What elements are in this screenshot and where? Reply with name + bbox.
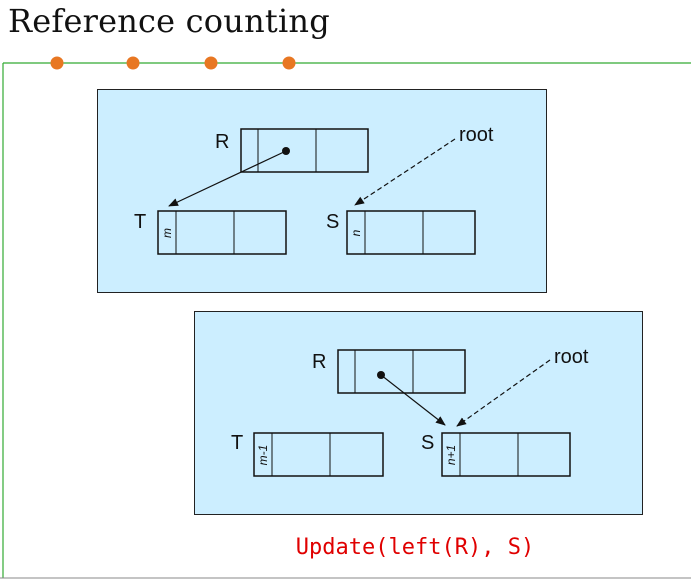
update-caption: Update(left(R), S) — [295, 535, 535, 560]
ref-count-s: n — [349, 229, 363, 236]
node-label-r: R — [312, 351, 326, 373]
node-r — [240, 128, 369, 173]
bullet-dot — [126, 56, 140, 70]
root-arrow-to-s — [354, 138, 456, 206]
bullet-dot — [282, 56, 296, 70]
root-label: root — [459, 124, 494, 146]
node-label-r: R — [215, 131, 229, 153]
node-t — [157, 210, 287, 255]
pointer-arrow-r-to-t — [168, 150, 287, 207]
ref-count-t: m — [160, 228, 174, 238]
root-label: root — [554, 346, 589, 368]
node-label-s: S — [421, 432, 434, 454]
ref-count-s: n+1 — [444, 445, 458, 465]
node-label-t: T — [231, 432, 243, 454]
ref-count-t: m-1 — [256, 445, 270, 466]
diagram-panel-before: R T m S n root — [97, 89, 547, 293]
pointer-arrow-r-to-s — [380, 374, 446, 426]
bullet-dot — [50, 56, 64, 70]
node-s — [346, 210, 476, 255]
diagram-panel-after: R T m-1 S n+1 root — [194, 311, 643, 515]
node-t — [253, 432, 384, 477]
node-label-t: T — [134, 211, 146, 233]
node-label-s: S — [326, 211, 339, 233]
root-arrow-to-s — [456, 359, 551, 427]
page-title: Reference counting — [8, 2, 330, 40]
node-r — [337, 349, 466, 394]
node-s — [441, 432, 571, 477]
bullet-dot — [204, 56, 218, 70]
